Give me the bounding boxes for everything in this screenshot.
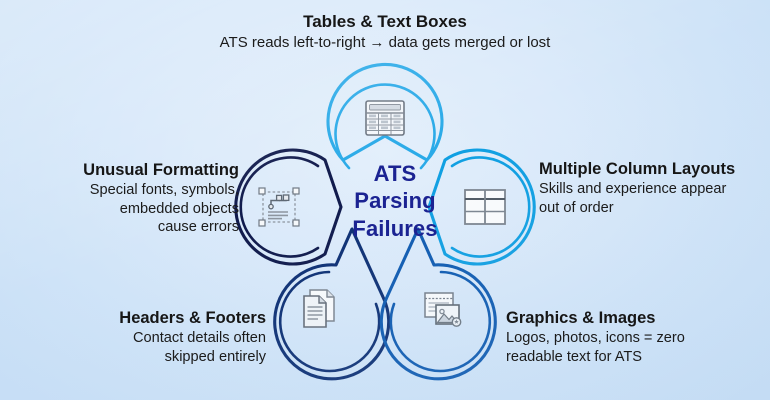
label-unusual-formatting: Unusual Formatting Special fonts, symbol… [9, 160, 239, 236]
documents-pages-icon [303, 289, 335, 328]
label-desc-multiple-column-layouts-line2: out of order [539, 199, 614, 216]
petal-graphics-images[interactable] [379, 227, 497, 381]
label-tables-text-boxes: Tables & Text Boxes ATS reads left-to-ri… [0, 12, 770, 53]
center-title-line2: Parsing [354, 188, 436, 214]
column-grid-icon [464, 189, 506, 225]
petal-tables-text-boxes[interactable] [326, 62, 444, 170]
label-desc-graphics-images-line2: readable text for ATS [506, 348, 643, 365]
label-headers-footers: Headers & Footers Contact details often … [30, 308, 266, 366]
embedded-object-icon [258, 187, 300, 227]
label-title-headers-footers: Headers & Footers [119, 309, 266, 327]
label-graphics-images: Graphics & Images Logos, photos, icons =… [506, 308, 758, 366]
label-desc-unusual-formatting-line3: cause errors [157, 218, 239, 235]
image-photo-icon [424, 292, 462, 328]
petal-unusual-formatting[interactable] [234, 148, 343, 266]
center-title-line3: Failures [352, 215, 438, 241]
petal-headers-footers[interactable] [273, 227, 391, 381]
center-title-line1: ATS [373, 161, 417, 186]
label-desc-multiple-column-layouts-line1: Skills and experience appear [539, 181, 727, 198]
label-desc-headers-footers-line2: skipped entirely [164, 348, 266, 365]
label-desc-tables-text-boxes: ATS reads left-to-right → data gets merg… [219, 33, 551, 51]
label-title-tables-text-boxes: Tables & Text Boxes [303, 12, 467, 31]
petal-multiple-column-layouts[interactable] [427, 148, 536, 266]
label-desc-graphics-images-line1: Logos, photos, icons = zero [506, 330, 685, 347]
label-title-graphics-images: Graphics & Images [506, 309, 656, 327]
label-title-unusual-formatting: Unusual Formatting [83, 161, 239, 179]
label-desc-unusual-formatting-line1: Special fonts, symbols, [89, 182, 239, 199]
spreadsheet-table-icon [365, 100, 405, 136]
label-multiple-column-layouts: Multiple Column Layouts Skills and exper… [539, 159, 770, 217]
center-title: ATS Parsing Failures [320, 160, 470, 242]
label-title-multiple-column-layouts: Multiple Column Layouts [539, 160, 736, 178]
label-desc-unusual-formatting-line2: embedded objects [119, 200, 239, 217]
label-desc-headers-footers-line1: Contact details often [132, 330, 266, 347]
